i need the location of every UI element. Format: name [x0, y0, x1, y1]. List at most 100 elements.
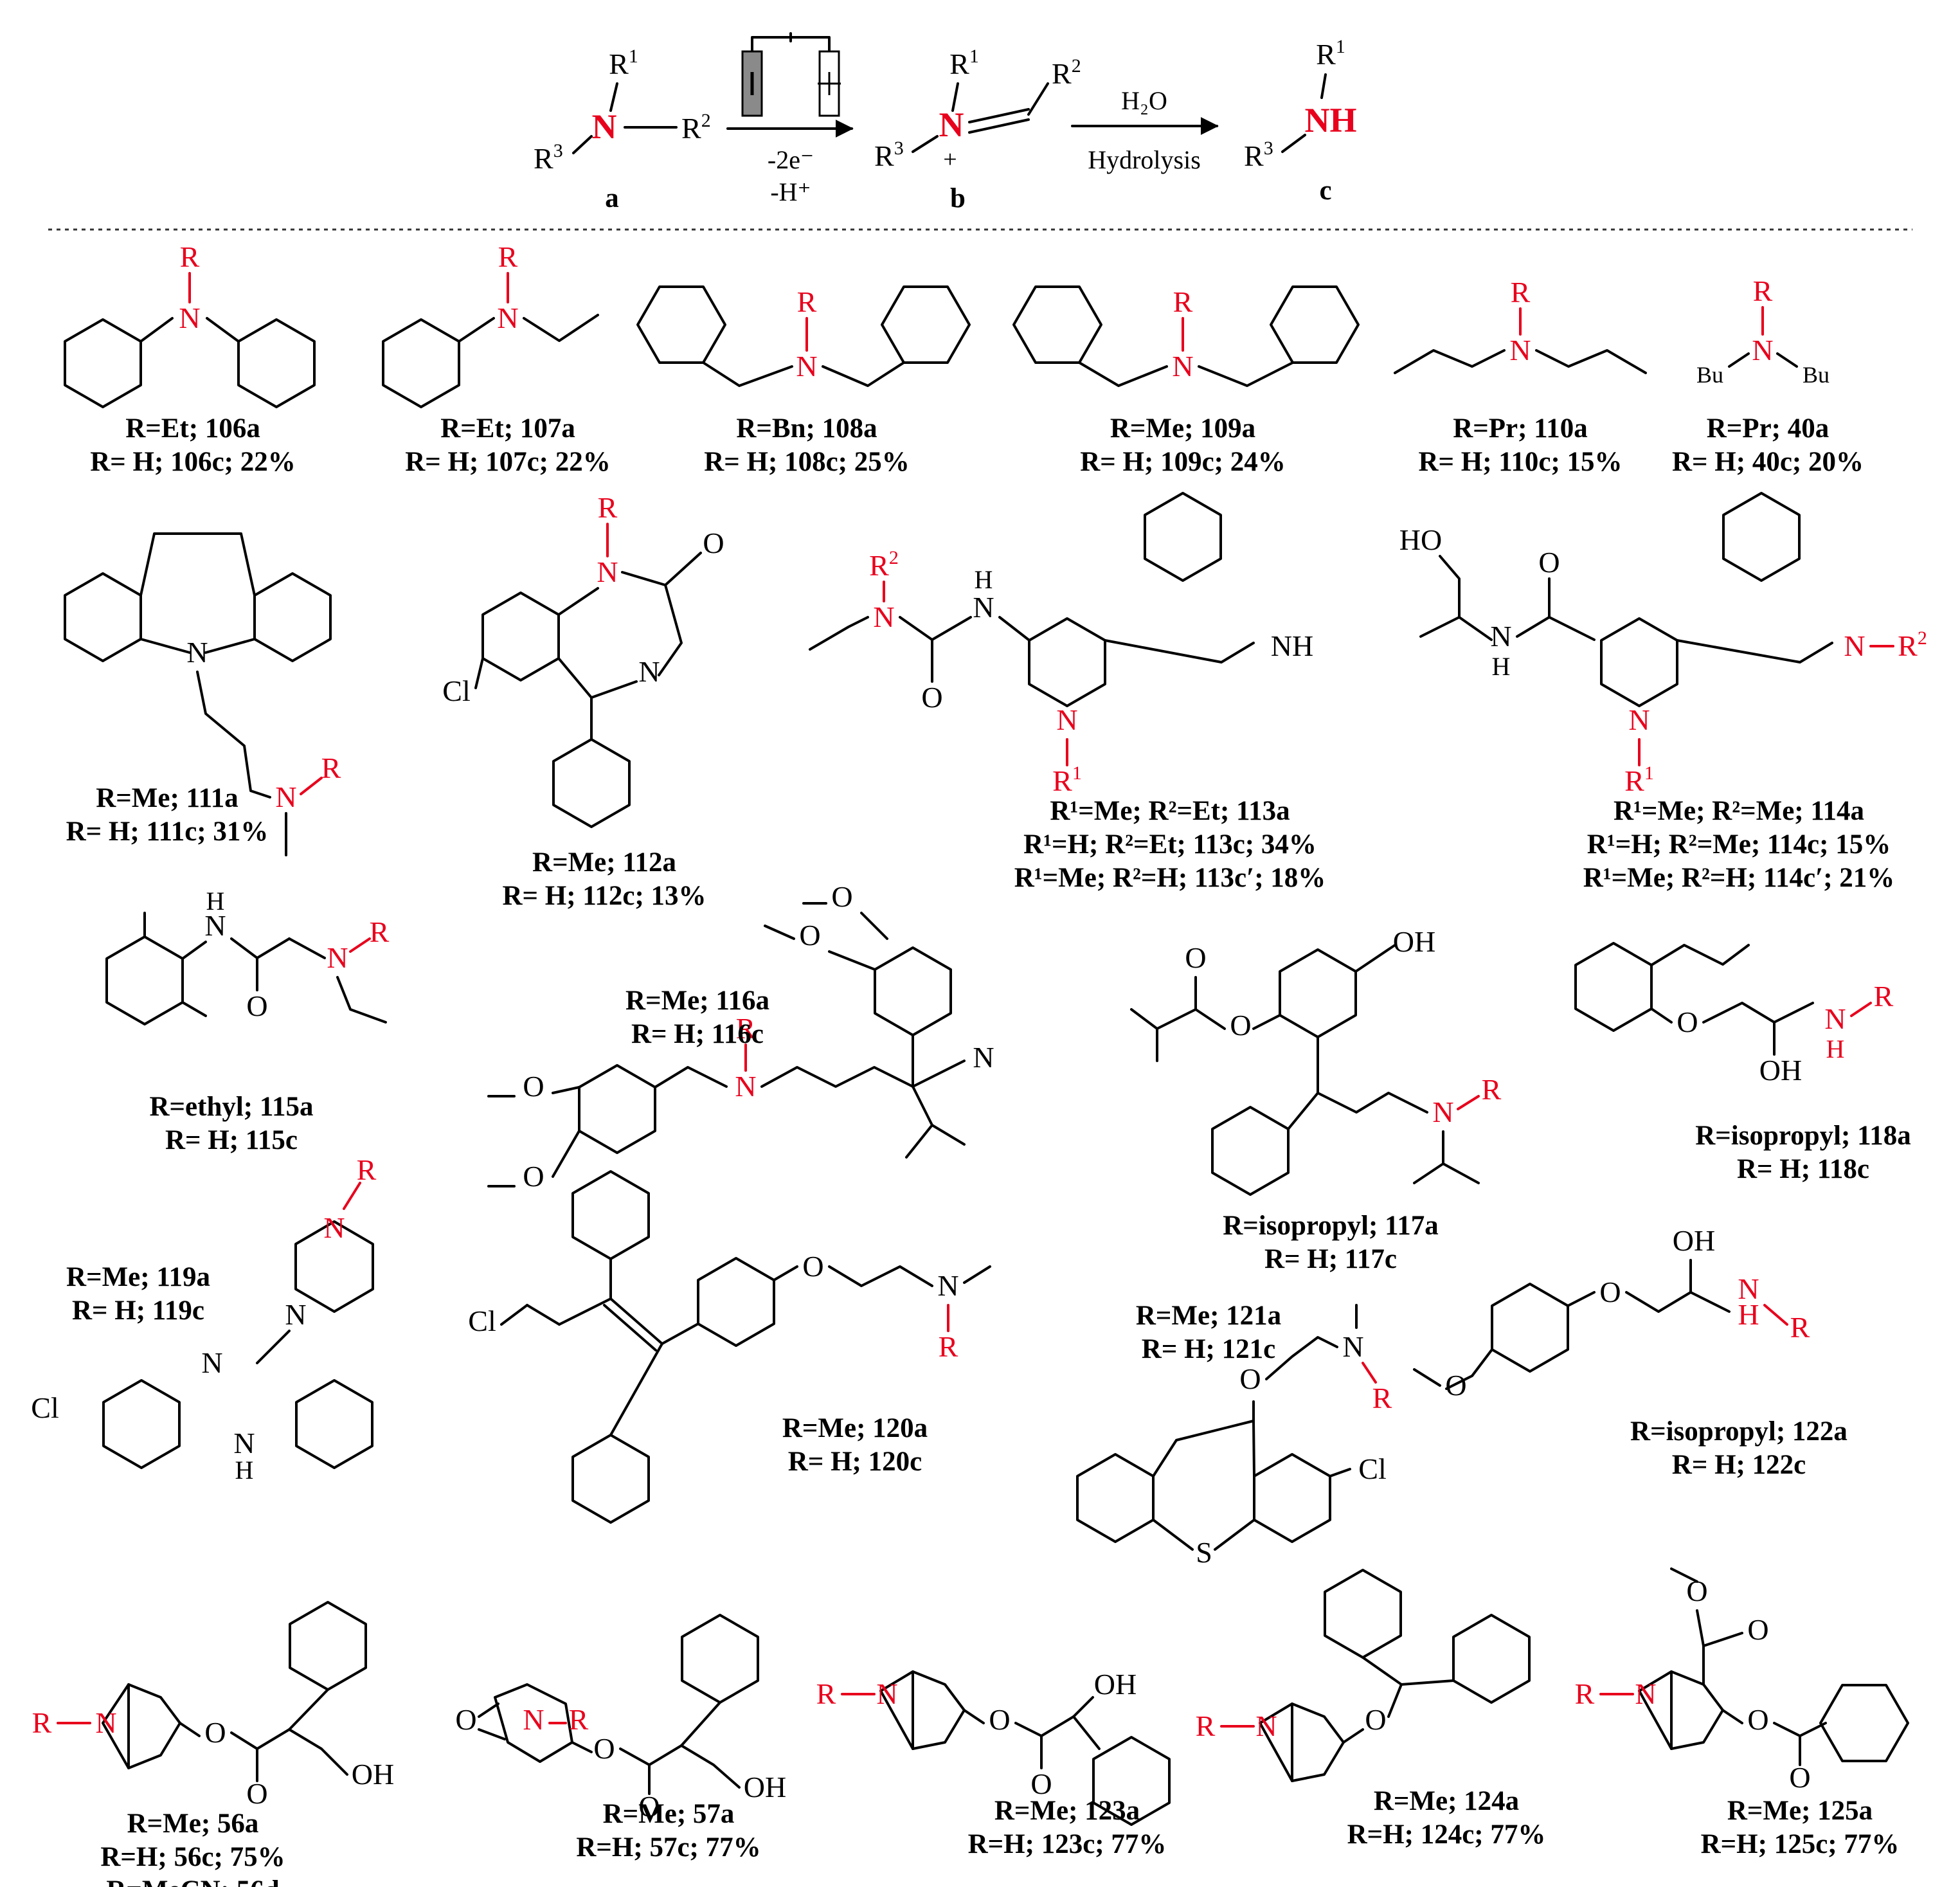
svg-text:N: N [186, 636, 208, 669]
svg-text:O: O [1538, 546, 1560, 579]
structure-118a: O OH N H R [1574, 942, 1894, 1087]
svg-text:O: O [523, 1160, 544, 1193]
species-label-a: a [605, 183, 619, 213]
svg-text:N: N [95, 1706, 116, 1739]
compound-label-line: R=Me; 109a [1110, 413, 1255, 444]
svg-text:R1: R1 [1052, 763, 1082, 797]
compound-label-line: R= H; 115c [165, 1125, 298, 1155]
svg-text:N: N [1628, 703, 1650, 736]
compound-label-line: R¹=Me; R²=Me; 114a [1614, 796, 1864, 826]
svg-text:R: R [1575, 1677, 1595, 1710]
svg-text:N: N [1509, 334, 1531, 366]
compound-label-line: R=Me; 124a [1374, 1786, 1519, 1816]
compound-label-line: R= H; 111c; 31% [66, 817, 269, 847]
svg-text:N: N [523, 1703, 544, 1736]
svg-text:O: O [1030, 1767, 1052, 1800]
structure-112a: Cl N R O N [442, 491, 724, 828]
svg-text:N: N [1172, 350, 1193, 383]
svg-text:N: N [1844, 629, 1865, 662]
structure-113a: N R2 O N H NH N R1 [809, 492, 1313, 797]
svg-text:R1: R1 [949, 46, 979, 80]
svg-text:N: N [973, 591, 994, 624]
compound-label-line: R= H; 120c [788, 1447, 922, 1477]
compound-label-line: R=Et; 106a [125, 413, 260, 444]
compound-label-line: R=Me; 56a [127, 1809, 259, 1839]
svg-text:Cl: Cl [31, 1391, 58, 1424]
svg-text:R2: R2 [681, 110, 711, 145]
svg-text:R3: R3 [1244, 138, 1273, 172]
svg-text:N: N [179, 302, 200, 334]
svg-text:HO: HO [1399, 523, 1442, 556]
svg-text:N: N [327, 941, 348, 974]
svg-text:R: R [1874, 980, 1894, 1013]
svg-text:R2: R2 [1898, 627, 1927, 662]
svg-text:R: R [357, 1153, 377, 1186]
svg-text:N: N [1342, 1330, 1363, 1363]
svg-text:Cl: Cl [442, 674, 470, 707]
compound-label-line: R= H; 112c; 13% [502, 881, 706, 911]
svg-text:N: N [233, 1427, 255, 1459]
compound-label-line: R¹=H; R²=Et; 113c; 34% [1023, 829, 1317, 860]
compound-label-line: R=Me; 121a [1136, 1301, 1281, 1331]
condition-water: H₂O [1121, 86, 1167, 115]
compound-label-line: R=Me; 123a [994, 1796, 1140, 1826]
svg-text:S: S [1196, 1536, 1212, 1569]
svg-text:R: R [569, 1703, 589, 1736]
svg-text:O: O [1230, 1009, 1251, 1042]
compound-label-line: R= H; 121c [1142, 1334, 1275, 1364]
svg-text:N: N [497, 302, 518, 334]
compound-label-line: R¹=Me; R²=H; 114c′; 21% [1583, 863, 1895, 893]
svg-text:N: N [1056, 703, 1077, 736]
electrolysis-cell-icon [741, 32, 841, 117]
compound-label-line: R=Me; 57a [603, 1799, 735, 1829]
compound-label-line: R= H; 40c; 20% [1672, 447, 1864, 477]
compound-label-line: R= H; 117c [1264, 1244, 1397, 1274]
svg-text:N: N [937, 1269, 958, 1302]
compound-label-line: R=Me; 120a [782, 1413, 928, 1443]
structure-106a: N R [64, 240, 316, 408]
svg-text:O: O [921, 681, 942, 714]
svg-text:N: N [1824, 1002, 1846, 1035]
svg-text:N: N [204, 909, 226, 942]
svg-text:H: H [206, 887, 225, 916]
compound-label-line: R=ethyl; 115a [149, 1092, 313, 1122]
compound-label-line: R=Me; 112a [532, 847, 676, 878]
svg-text:O: O [1599, 1276, 1621, 1308]
svg-text:O: O [799, 919, 820, 952]
species-label-b: b [950, 183, 966, 213]
compound-label-line: R=H; 57c; 77% [576, 1832, 760, 1863]
svg-text:R: R [498, 240, 518, 273]
svg-text:N: N [939, 105, 964, 144]
svg-text:OH: OH [352, 1758, 394, 1791]
svg-text:R2: R2 [869, 547, 899, 582]
svg-text:O: O [1747, 1703, 1768, 1736]
svg-text:O: O [1677, 1006, 1698, 1038]
svg-text:Bu: Bu [1696, 362, 1723, 388]
svg-text:NH: NH [1271, 629, 1313, 662]
compound-label-line: R¹=Me; R²=H; 113c′; 18% [1014, 863, 1326, 893]
svg-text:O: O [831, 880, 852, 913]
svg-text:R: R [1753, 275, 1773, 307]
structure-121a: S O N R Cl [1076, 1304, 1392, 1569]
compound-label-line: R=H; 56c; 75% [100, 1842, 285, 1872]
svg-text:R1: R1 [609, 46, 638, 80]
structure-57a: O N R O O OH [455, 1614, 786, 1823]
svg-text:R: R [370, 916, 390, 948]
svg-text:O: O [638, 1790, 660, 1823]
svg-text:R: R [32, 1706, 52, 1739]
structure-123a: N R O O OH [816, 1668, 1171, 1826]
